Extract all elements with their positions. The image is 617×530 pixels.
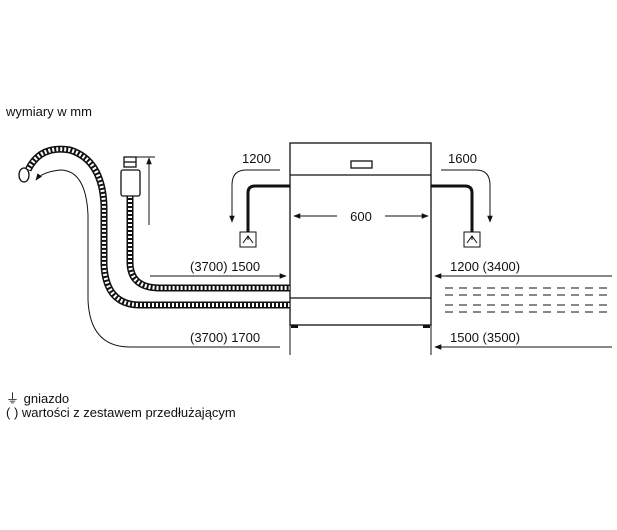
left-upper-dimension-label: (3700) 1500 <box>190 259 260 274</box>
right-upper-dimension-label: 1200 (3400) <box>450 259 520 274</box>
left-socket-icon <box>239 231 257 248</box>
right-drain-pipe <box>431 184 474 232</box>
drain-hose-length-arc <box>35 169 280 348</box>
right-socket-icon <box>463 231 481 248</box>
left-drain-pipe <box>246 184 290 232</box>
dishwasher-foot-right <box>423 325 430 328</box>
right-lower-dimension-label: 1500 (3500) <box>450 330 520 345</box>
right-drain-height-arc <box>441 169 493 223</box>
right-drain-height-label: 1600 <box>448 151 477 166</box>
left-drain-height-label: 1200 <box>242 151 271 166</box>
units-label: wymiary w mm <box>6 104 92 119</box>
legend-extension: ( ) wartości z zestawem przedłużającym <box>6 405 236 420</box>
width-dimension-label: 600 <box>350 209 372 224</box>
drain-hose <box>24 145 290 309</box>
socket-symbol-icon: ⏚ <box>6 391 20 406</box>
legend-socket-label: gniazdo <box>23 391 70 406</box>
left-lower-dimension-label: (3700) 1700 <box>190 330 260 345</box>
left-drain-height-arc <box>229 169 280 223</box>
drain-hose-end-icon <box>18 167 30 183</box>
right-hose-dashed-lines <box>445 287 612 313</box>
inlet-hose <box>126 196 290 292</box>
water-valve-icon <box>120 156 141 197</box>
extension-symbol: ( ) <box>6 405 19 420</box>
dishwasher-foot-left <box>291 325 298 328</box>
legend-socket: ⏚ gniazdo <box>6 388 69 407</box>
dishwasher-outline <box>289 142 432 326</box>
legend-extension-label: wartości z zestawem przedłużającym <box>21 405 236 420</box>
